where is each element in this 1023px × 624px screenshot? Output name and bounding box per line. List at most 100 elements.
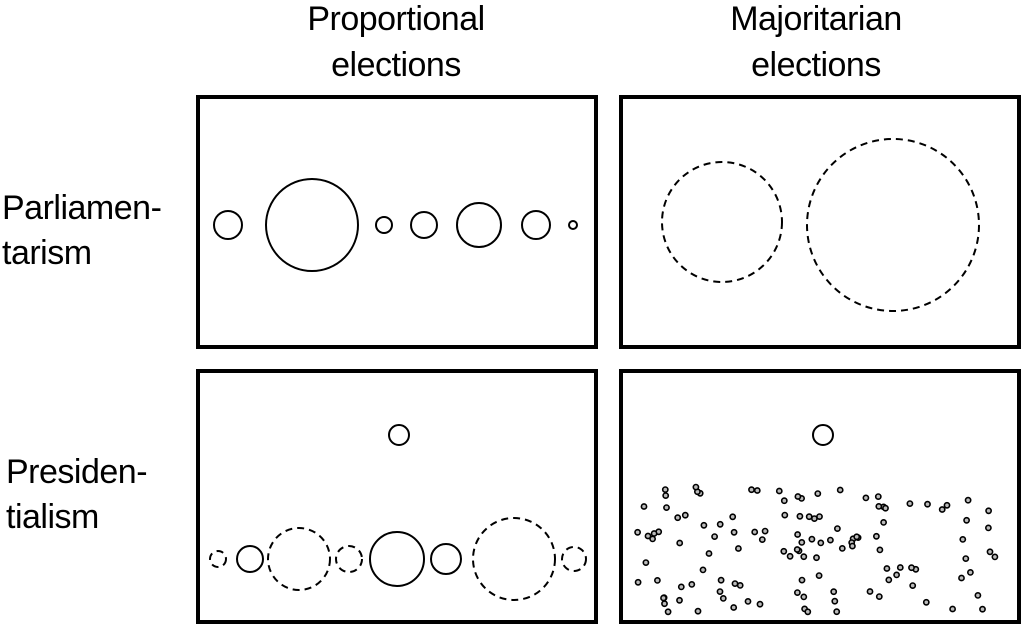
member-dot [963,516,970,524]
member-dot [882,504,889,512]
member-dot [830,588,838,596]
member-dot [966,568,974,576]
member-dot [833,525,841,532]
member-dot [831,597,839,605]
member-dot [664,608,672,616]
member-dot [786,552,794,560]
member-dot [717,576,725,584]
header-proportional: Proportional elections [307,0,485,84]
member-dot [817,539,825,547]
member-dot [800,593,808,601]
diagram-parliamentary-proportional [213,178,578,272]
member-dot [883,565,891,572]
party-circle [568,220,578,230]
member-dot [744,597,752,605]
member-dot [753,487,761,494]
member-dot [794,531,801,538]
member-dot [800,553,808,561]
member-dot [848,542,856,550]
member-dot [924,500,931,508]
panel-parliamentary-majoritarian [619,95,1021,349]
member-dot [644,532,652,540]
member-dot [896,564,904,571]
member-dot [979,605,986,613]
member-dot [688,580,696,588]
party-circle [456,202,502,248]
member-dot [836,486,844,494]
member-dot [748,486,755,494]
alliance-circle [209,550,227,568]
row-label-presidentialism: Presiden- tialism [6,453,148,536]
member-dot [634,528,641,536]
member-dot [735,545,742,552]
member-dot [719,594,727,602]
member-dot [780,547,788,555]
member-dot [758,536,766,543]
member-dot [780,497,788,505]
member-dot [862,494,870,502]
alliance-circle [806,138,980,312]
member-dot [705,550,713,557]
member-dot [775,487,783,495]
member-dot [833,608,841,616]
president-circle [388,424,410,446]
member-dot [662,492,670,499]
header-majoritarian: Majoritarian elections [730,0,902,84]
alliance-circle [561,546,587,572]
member-dot [761,527,769,535]
member-dot [676,539,684,547]
member-dot [985,507,992,515]
member-dot [876,546,884,554]
member-dot [808,535,816,543]
member-dot [661,600,668,608]
diagram-presidential-majoritarian [634,424,999,616]
member-dot [984,524,992,532]
member-dot [943,501,951,509]
member-dot [908,564,915,572]
member-dot [875,593,883,600]
member-dot [814,490,822,497]
party-circle [369,531,425,587]
member-dot [974,591,982,599]
member-dot [796,512,804,520]
member-dot [922,598,930,606]
member-dot [813,554,820,562]
member-dot [815,572,823,579]
member-dot [716,520,724,528]
member-dot [880,518,887,526]
member-dot [674,514,682,522]
member-dot [793,546,801,553]
member-dot [893,571,900,579]
party-circle [430,543,462,575]
member-dot [793,589,801,596]
member-dot [866,588,874,595]
diagram-parliamentary-majoritarian [661,138,980,312]
member-dot [676,596,683,604]
member-dot [700,521,708,529]
member-dot [692,483,700,491]
member-dot [640,503,648,510]
member-dot [711,533,718,540]
member-dot [650,530,658,537]
member-dot [731,580,739,587]
member-dot [681,511,689,519]
party-circle [375,216,393,234]
member-dot [875,502,883,510]
member-dot [694,607,702,615]
member-dot [958,574,965,582]
member-dot [885,576,893,584]
member-dot [810,515,818,522]
member-dot [838,544,846,552]
party-circle [213,210,243,240]
member-dot [986,548,994,556]
diagram-presidential-proportional [209,424,587,601]
member-dot [663,504,670,511]
member-dot [962,555,970,562]
member-dot [853,533,861,541]
member-dot [959,535,967,543]
member-dot [751,528,759,536]
member-dot [909,582,917,589]
member-dot [872,532,880,540]
party-circle [521,210,551,240]
member-dot [949,605,956,613]
